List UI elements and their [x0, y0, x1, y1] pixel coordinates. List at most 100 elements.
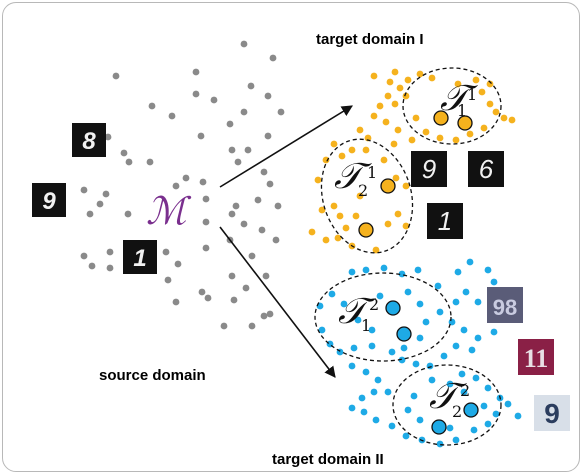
scatter-point	[486, 100, 494, 108]
scatter-point	[234, 158, 242, 166]
scatter-point	[352, 212, 360, 220]
cluster-t12-ellipse	[314, 272, 452, 362]
scatter-point	[492, 108, 500, 116]
scatter-point	[380, 264, 388, 272]
T-superscript: 2	[369, 295, 379, 314]
scatter-point	[260, 168, 268, 176]
scatter-point	[330, 140, 338, 148]
scatter-point	[106, 248, 114, 256]
scatter-point	[454, 80, 462, 88]
scatter-point	[322, 156, 330, 164]
scatter-point	[370, 112, 378, 120]
math-T22: 𝒯 2 2	[429, 376, 470, 421]
svg-text:9: 9	[544, 398, 560, 429]
scatter-point	[402, 182, 410, 190]
scatter-point	[182, 174, 190, 182]
arrow-to-target1	[219, 105, 353, 188]
scatter-point	[96, 200, 104, 208]
scatter-point	[264, 132, 272, 140]
scatter-point	[480, 124, 488, 132]
scatter-point	[172, 298, 180, 306]
svg-text:8: 8	[82, 128, 96, 155]
scatter-point	[466, 258, 474, 266]
highlight-point	[457, 115, 473, 131]
scatter-point	[428, 74, 436, 82]
scatter-point	[360, 408, 368, 416]
scatter-point	[440, 352, 448, 360]
svg-text:98: 98	[493, 295, 517, 320]
scatter-point	[356, 192, 364, 200]
scatter-point	[408, 136, 416, 144]
scatter-point	[338, 152, 346, 160]
scatter-point	[348, 268, 356, 276]
scatter-point	[416, 416, 424, 424]
target2-thumb-98: 98	[487, 287, 523, 323]
scatter-point	[240, 220, 248, 228]
scatter-point	[400, 344, 408, 352]
scatter-point	[394, 210, 402, 218]
scatter-point	[262, 272, 270, 280]
scatter-point	[88, 262, 96, 270]
scatter-point	[484, 420, 492, 428]
scatter-point	[452, 342, 460, 350]
scatter-point	[106, 264, 114, 272]
scatter-point	[452, 436, 460, 444]
scatter-point	[386, 78, 394, 86]
scatter-point	[404, 406, 412, 414]
label-source-domain: source domain	[99, 367, 206, 384]
scatter-point	[362, 368, 370, 376]
scatter-point	[392, 174, 400, 182]
target1-thumb-1: 1	[427, 203, 463, 239]
target1-thumb-9: 9	[411, 151, 447, 187]
scatter-point	[478, 88, 486, 96]
scatter-point	[80, 186, 88, 194]
scatter-point	[410, 392, 418, 400]
scatter-point	[446, 380, 454, 388]
svg-text:9: 9	[422, 154, 436, 184]
scatter-point	[402, 222, 410, 230]
scatter-point	[210, 96, 218, 104]
scatter-point	[484, 384, 492, 392]
scatter-point	[272, 236, 280, 244]
scatter-point	[416, 334, 424, 342]
scatter-point	[356, 126, 364, 134]
scatter-point	[174, 260, 182, 268]
scatter-point	[472, 374, 480, 382]
scatter-point	[228, 272, 236, 280]
scatter-point	[112, 72, 120, 80]
scatter-point	[204, 294, 212, 302]
scatter-point	[247, 82, 255, 90]
scatter-point	[390, 140, 398, 148]
scatter-point	[466, 130, 474, 138]
scatter-point	[384, 92, 392, 100]
scatter-point	[504, 400, 512, 408]
scatter-point	[350, 344, 358, 352]
scatter-point	[358, 394, 366, 402]
scatter-point	[426, 362, 434, 370]
M-symbol: ℳ	[146, 189, 192, 233]
scatter-point	[322, 236, 330, 244]
scatter-point	[391, 68, 399, 76]
scatter-point	[348, 362, 356, 370]
math-T11: 𝒯 1 1	[440, 78, 478, 120]
math-T21: 𝒯 1 2	[334, 156, 377, 200]
scatter-point	[388, 348, 396, 356]
scatter-point	[428, 376, 436, 384]
scatter-point	[474, 334, 482, 342]
scatter-point	[376, 292, 384, 300]
scatter-point	[362, 146, 370, 154]
scatter-point	[220, 322, 228, 330]
scatter-point	[412, 360, 420, 368]
scatter-point	[402, 432, 410, 440]
scatter-point	[172, 182, 180, 190]
scatter-point	[125, 158, 133, 166]
highlight-point	[431, 419, 447, 435]
scatter-point	[260, 312, 268, 320]
scatter-point	[308, 228, 316, 236]
scatter-point	[269, 54, 277, 62]
arrow-to-target2	[219, 226, 336, 378]
scatter-point	[462, 288, 470, 296]
scatter-point	[394, 126, 402, 134]
scatter-point	[124, 210, 132, 218]
scatter-point	[416, 70, 424, 78]
